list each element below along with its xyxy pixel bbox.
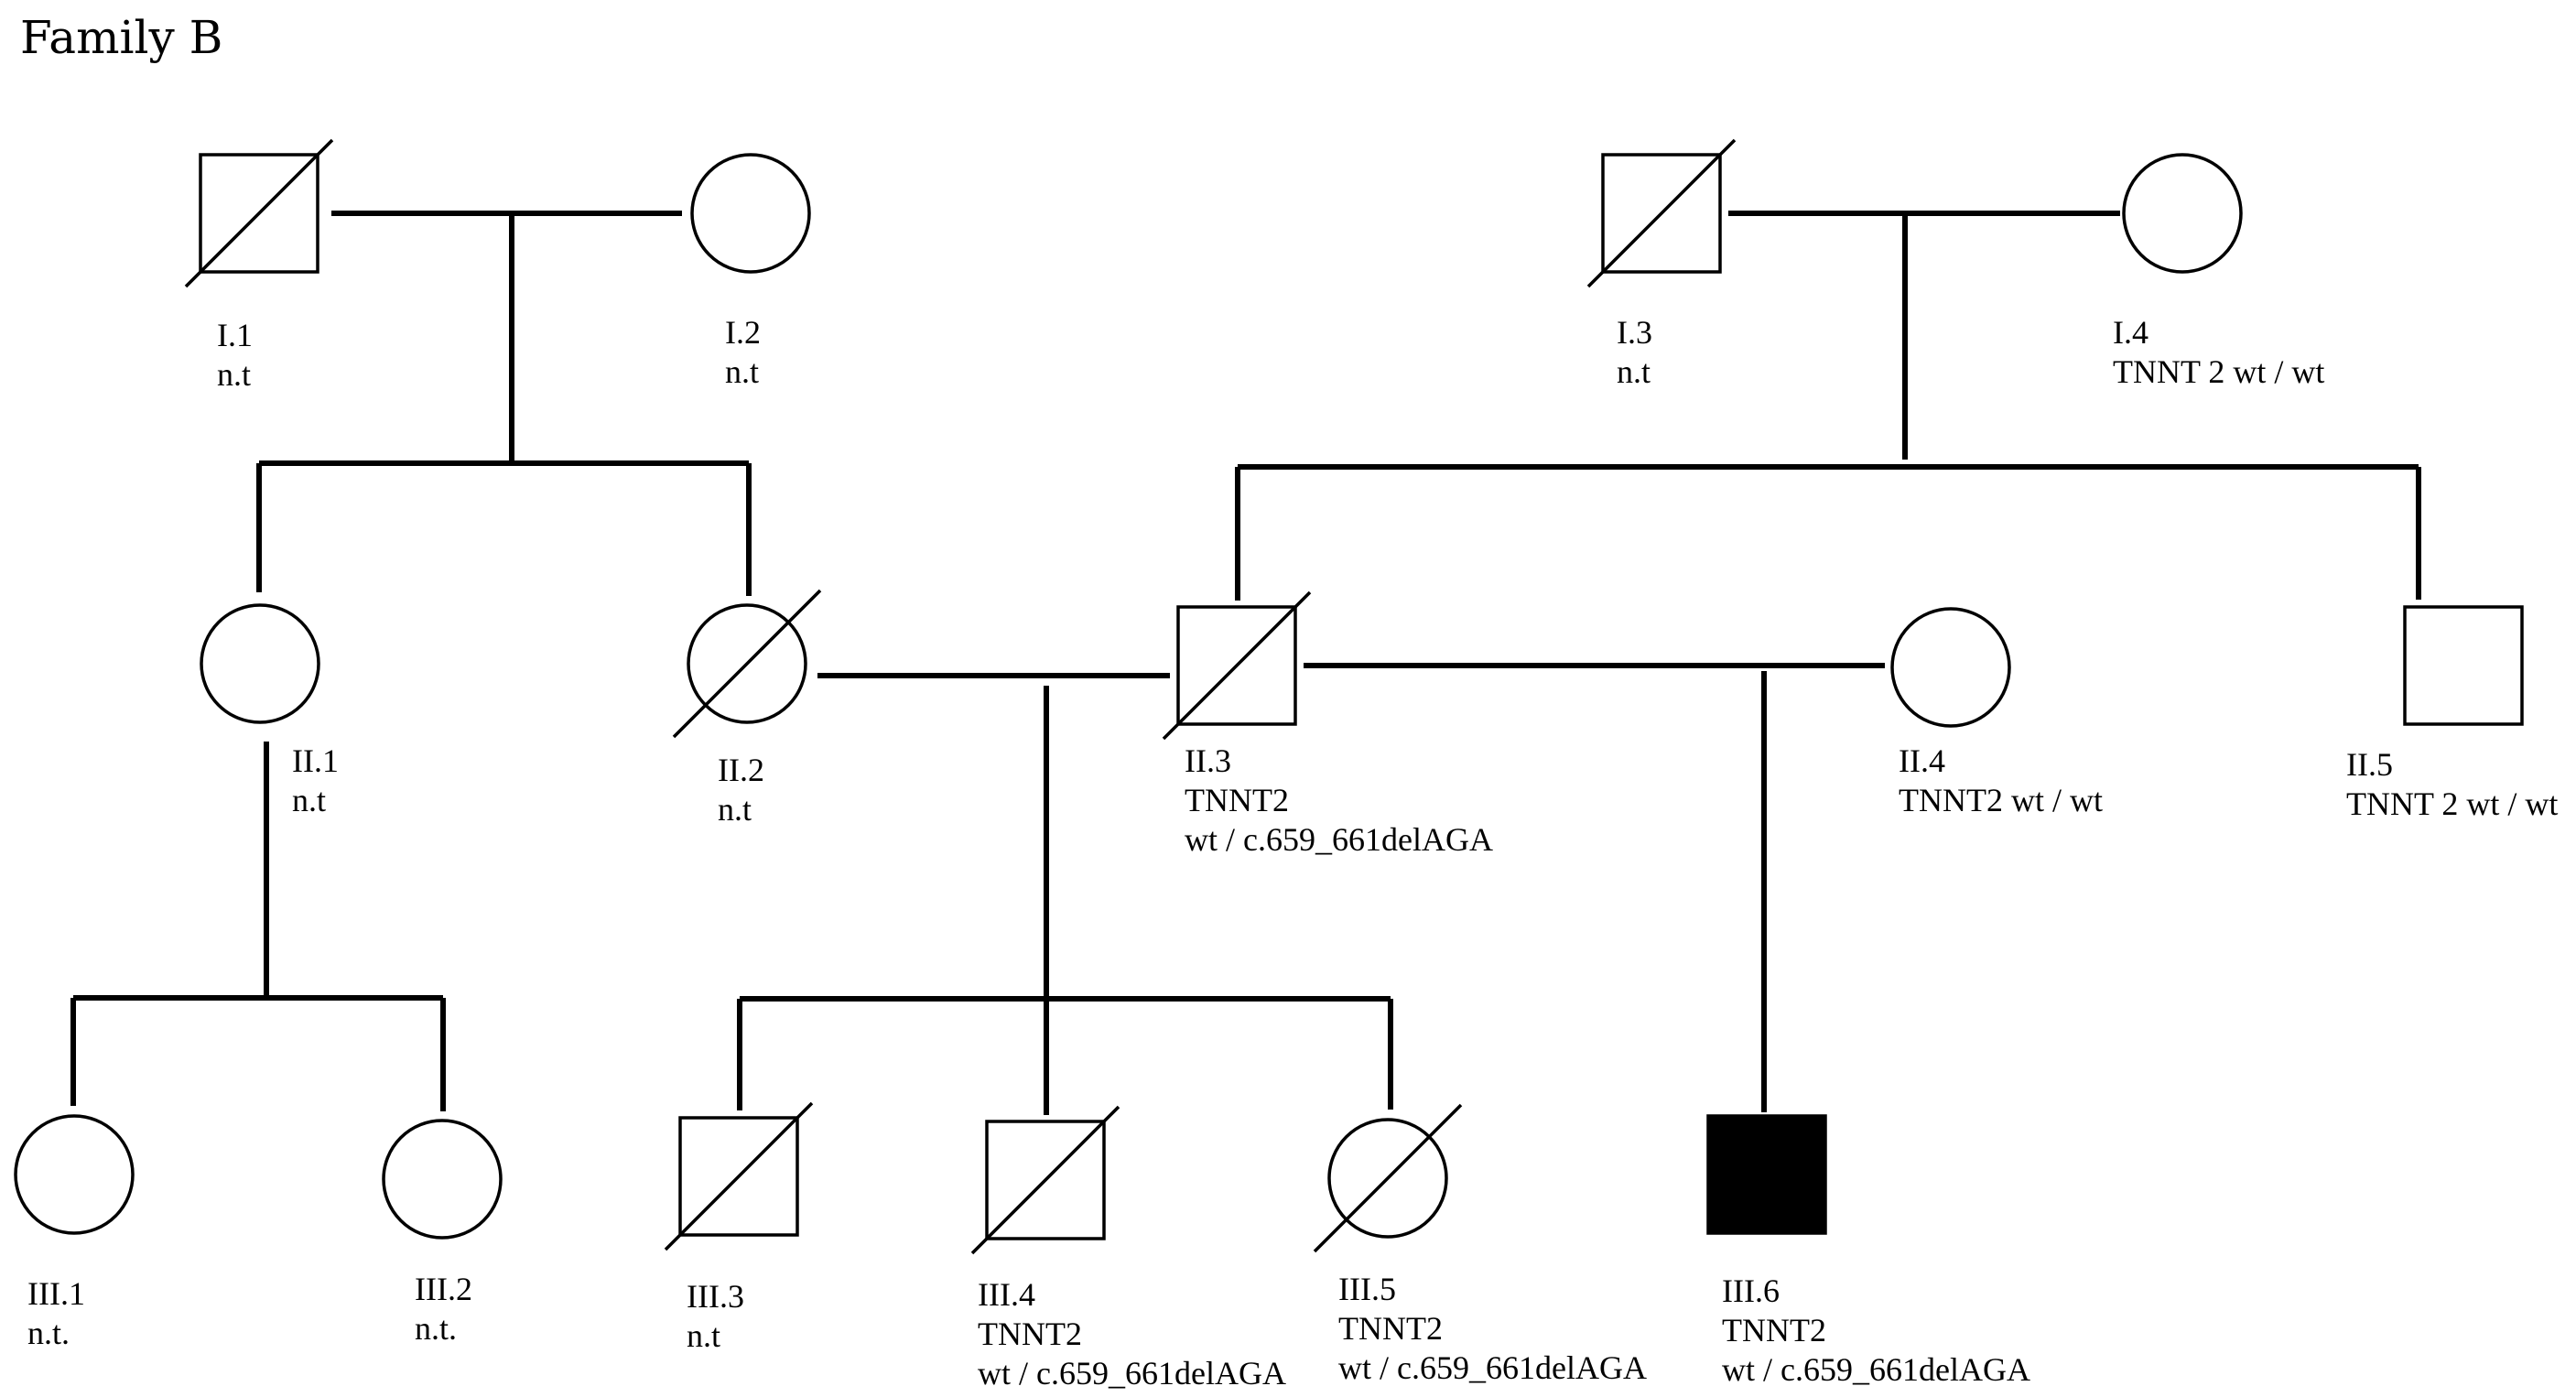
- female-circle-symbol: [14, 1114, 135, 1235]
- individual-iii-4: [970, 1105, 1120, 1255]
- label-iii-4-line-1: III.4: [978, 1276, 1035, 1313]
- pedigree-symbols: [14, 138, 2524, 1255]
- label-iii-4-line-3: wt / c.659_661delAGA: [978, 1355, 1286, 1392]
- individual-iii-5: [1313, 1103, 1463, 1253]
- label-ii-1-line-2: n.t: [292, 782, 326, 818]
- label-i-4-line-1: I.4: [2113, 314, 2148, 351]
- label-ii-3-line-1: II.3: [1185, 742, 1231, 779]
- male-square-symbol: [1706, 1114, 1827, 1235]
- female-circle-symbol: [690, 153, 811, 274]
- label-ii-5-line-1: II.5: [2346, 746, 2393, 783]
- label-iii-2-line-2: n.t.: [415, 1310, 457, 1347]
- female-circle-symbol: [1890, 607, 2011, 728]
- figure-title: Family B: [20, 11, 222, 64]
- individual-ii-1: [200, 603, 320, 724]
- deceased-slash: [1313, 1103, 1463, 1253]
- label-iii-5-line-1: III.5: [1338, 1271, 1396, 1307]
- individual-iii-3: [664, 1101, 814, 1251]
- deceased-slash: [672, 589, 822, 739]
- label-iii-4-line-2: TNNT2: [978, 1316, 1082, 1352]
- deceased-slash: [184, 138, 334, 288]
- label-ii-1-line-1: II.1: [292, 742, 339, 779]
- label-iii-2-line-1: III.2: [415, 1271, 472, 1307]
- individual-ii-4: [1890, 607, 2011, 728]
- label-iii-1-line-1: III.1: [27, 1275, 85, 1312]
- individual-iii-2: [382, 1119, 503, 1240]
- individual-i-3: [1586, 138, 1737, 288]
- individual-iii-6: [1706, 1114, 1827, 1235]
- deceased-slash: [664, 1101, 814, 1251]
- individual-i-1: [184, 138, 334, 288]
- label-i-3-line-2: n.t: [1617, 353, 1651, 390]
- individual-ii-3: [1162, 590, 1312, 741]
- deceased-slash: [970, 1105, 1120, 1255]
- label-i-2-line-1: I.2: [725, 314, 761, 351]
- label-iii-6-line-3: wt / c.659_661delAGA: [1722, 1351, 2030, 1388]
- label-i-1-line-1: I.1: [217, 317, 253, 353]
- individual-iii-1: [14, 1114, 135, 1235]
- label-i-2-line-2: n.t: [725, 353, 759, 390]
- label-i-4-line-2: TNNT 2 wt / wt: [2113, 353, 2324, 390]
- label-iii-5-line-2: TNNT2: [1338, 1310, 1443, 1347]
- female-circle-symbol: [2122, 153, 2243, 274]
- label-iii-3-line-1: III.3: [687, 1278, 744, 1315]
- label-ii-2-line-2: n.t: [718, 791, 752, 828]
- label-iii-1-line-2: n.t.: [27, 1315, 70, 1351]
- deceased-slash: [1162, 590, 1312, 741]
- label-ii-3-line-3: wt / c.659_661delAGA: [1185, 821, 1493, 858]
- individual-ii-2: [672, 589, 822, 739]
- individual-i-4: [2122, 153, 2243, 274]
- deceased-slash: [1586, 138, 1737, 288]
- pedigree-lines: [70, 211, 2421, 1115]
- label-ii-4-line-2: TNNT2 wt / wt: [1899, 782, 2103, 818]
- individual-ii-5: [2403, 605, 2524, 726]
- label-ii-4-line-1: II.4: [1899, 742, 1945, 779]
- label-i-1-line-2: n.t: [217, 356, 251, 393]
- female-circle-symbol: [382, 1119, 503, 1240]
- female-circle-symbol: [200, 603, 320, 724]
- label-iii-3-line-2: n.t: [687, 1317, 720, 1354]
- label-i-3-line-1: I.3: [1617, 314, 1652, 351]
- label-ii-5-line-2: TNNT 2 wt / wt: [2346, 785, 2558, 822]
- label-ii-2-line-1: II.2: [718, 752, 764, 788]
- label-iii-5-line-3: wt / c.659_661delAGA: [1338, 1349, 1647, 1386]
- label-ii-3-line-2: TNNT2: [1185, 782, 1289, 818]
- label-iii-6-line-2: TNNT2: [1722, 1312, 1826, 1348]
- male-square-symbol: [2403, 605, 2524, 726]
- individual-i-2: [690, 153, 811, 274]
- label-iii-6-line-1: III.6: [1722, 1272, 1780, 1309]
